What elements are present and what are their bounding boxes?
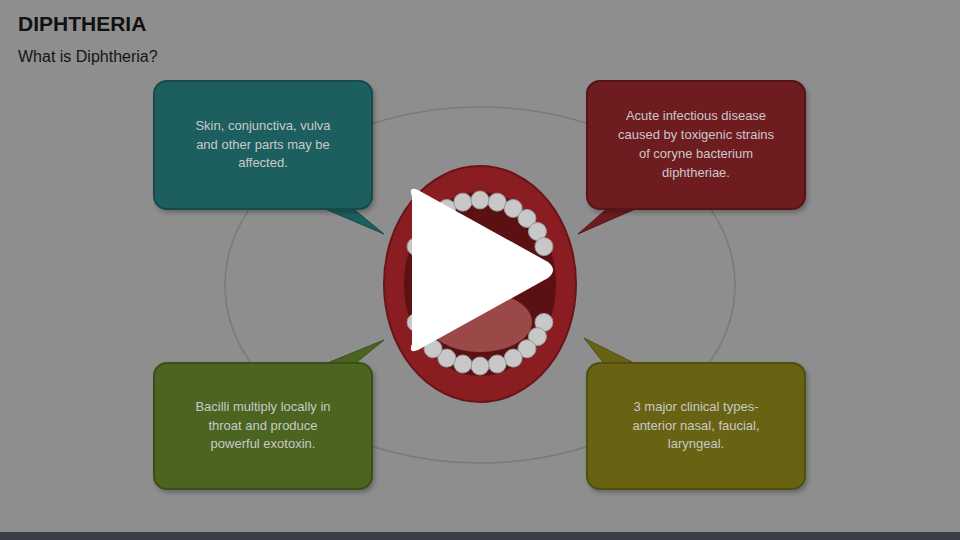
callout-text: Acute infectious disease caused by toxig… — [616, 107, 776, 182]
callout-box: Bacilli multiply locally in throat and p… — [153, 362, 373, 490]
subtitle: What is Diphtheria? — [18, 48, 158, 66]
lips — [384, 166, 576, 402]
callout-box: Skin, conjunctiva, vulva and other parts… — [153, 80, 373, 210]
tooth — [488, 355, 506, 373]
callout-box: Acute infectious disease caused by toxig… — [586, 80, 806, 210]
bottom-bar — [0, 532, 960, 540]
tooth — [454, 355, 472, 373]
slide-title: DIPHTHERIA — [18, 12, 146, 36]
callout-text: Skin, conjunctiva, vulva and other parts… — [193, 117, 333, 174]
tooth — [488, 193, 506, 211]
callout-tail — [578, 206, 642, 234]
tooth — [504, 349, 522, 367]
callout-text: Bacilli multiply locally in throat and p… — [188, 398, 338, 455]
tooth — [535, 238, 553, 256]
callout-tail — [318, 206, 384, 234]
tooth — [471, 357, 489, 375]
tooth — [454, 193, 472, 211]
callout-box: 3 major clinical types- anterior nasal, … — [586, 362, 806, 490]
callout-text: 3 major clinical types- anterior nasal, … — [621, 398, 771, 455]
mouth-illustration — [384, 166, 576, 402]
play-button — [411, 189, 553, 351]
tooth — [471, 191, 489, 209]
